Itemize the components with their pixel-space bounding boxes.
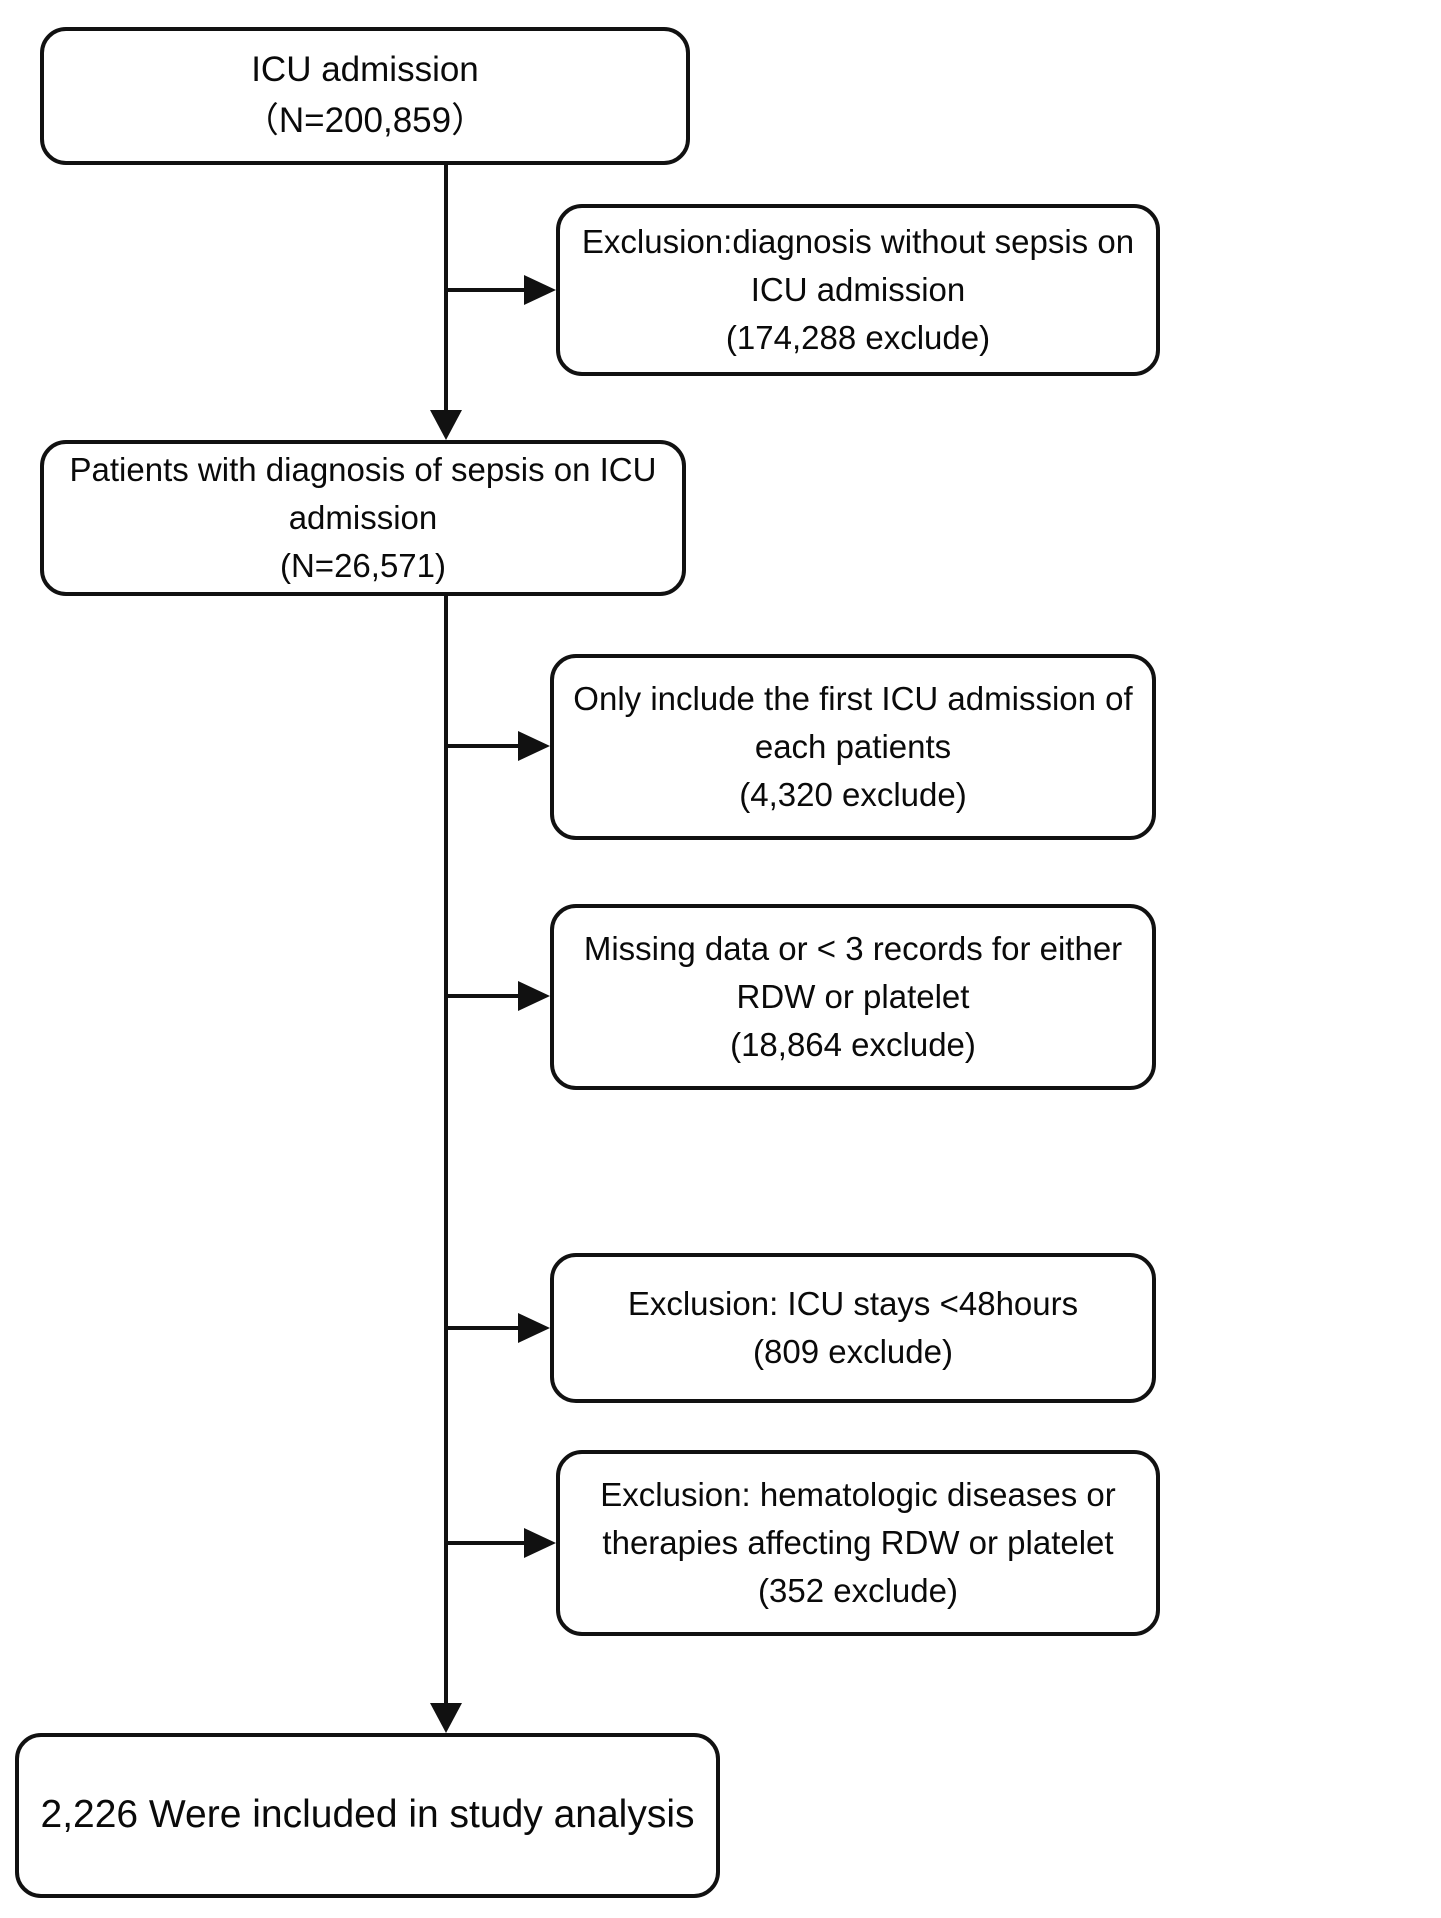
node-hematologic-exclusion: Exclusion: hematologic diseases or thera… xyxy=(556,1450,1160,1636)
node-text-line: Patients with diagnosis of sepsis on ICU xyxy=(69,451,657,489)
node-text-line: 2,226 Were included in study analysis xyxy=(40,1793,695,1837)
node-icu-stay-under-48h: Exclusion: ICU stays <48hours (809 exclu… xyxy=(550,1253,1156,1403)
node-text-line: Exclusion: ICU stays <48hours xyxy=(627,1285,1079,1323)
node-text-line: ICU admission xyxy=(750,271,966,309)
node-text-line: ICU admission xyxy=(251,50,479,90)
arrowhead-right-icon xyxy=(518,981,550,1011)
node-text-line: (809 exclude) xyxy=(753,1333,953,1370)
node-text-line: Missing data or < 3 records for either xyxy=(583,930,1123,968)
node-text-line: (174,288 exclude) xyxy=(725,318,991,356)
node-text-line: Only include the first ICU admission of xyxy=(573,680,1133,718)
connector-branch-short-stay xyxy=(446,1326,518,1330)
node-text-line: (4,320 exclude) xyxy=(739,775,967,813)
node-text-line: (18,864 exclude) xyxy=(730,1025,976,1063)
connector-branch-hematologic xyxy=(446,1541,524,1545)
arrowhead-right-icon xyxy=(524,275,556,305)
connector-branch-missing-data xyxy=(446,994,518,998)
node-text-line: (N=26,571) xyxy=(279,546,446,584)
connector-branch-first-admission xyxy=(446,744,518,748)
arrowhead-right-icon xyxy=(524,1528,556,1558)
arrowhead-down-icon xyxy=(430,1703,462,1733)
node-text-line: each patients xyxy=(754,728,952,766)
node-included-in-analysis: 2,226 Were included in study analysis xyxy=(15,1733,720,1898)
connector-spine-lower xyxy=(444,596,448,1703)
node-only-first-admission: Only include the first ICU admission of … xyxy=(550,654,1156,840)
arrowhead-down-icon xyxy=(430,410,462,440)
node-text-line: (352 exclude) xyxy=(758,1571,958,1609)
node-exclusion-no-sepsis: Exclusion:diagnosis without sepsis on IC… xyxy=(556,204,1160,376)
node-text-line: Exclusion: hematologic diseases or xyxy=(600,1476,1116,1514)
node-icu-admission: ICU admission （N=200,859） xyxy=(40,27,690,165)
arrowhead-right-icon xyxy=(518,731,550,761)
node-text-line: （N=200,859） xyxy=(243,101,487,140)
connector-branch-no-sepsis xyxy=(446,288,524,292)
node-text-line: Exclusion:diagnosis without sepsis on xyxy=(581,223,1135,261)
node-missing-data: Missing data or < 3 records for either R… xyxy=(550,904,1156,1090)
arrowhead-right-icon xyxy=(518,1313,550,1343)
node-sepsis-on-admission: Patients with diagnosis of sepsis on ICU… xyxy=(40,440,686,596)
node-text-line: therapies affecting RDW or platelet xyxy=(602,1524,1114,1562)
node-text-line: admission xyxy=(288,499,438,537)
connector-spine-upper xyxy=(444,165,448,410)
node-text-line: RDW or platelet xyxy=(736,978,970,1016)
